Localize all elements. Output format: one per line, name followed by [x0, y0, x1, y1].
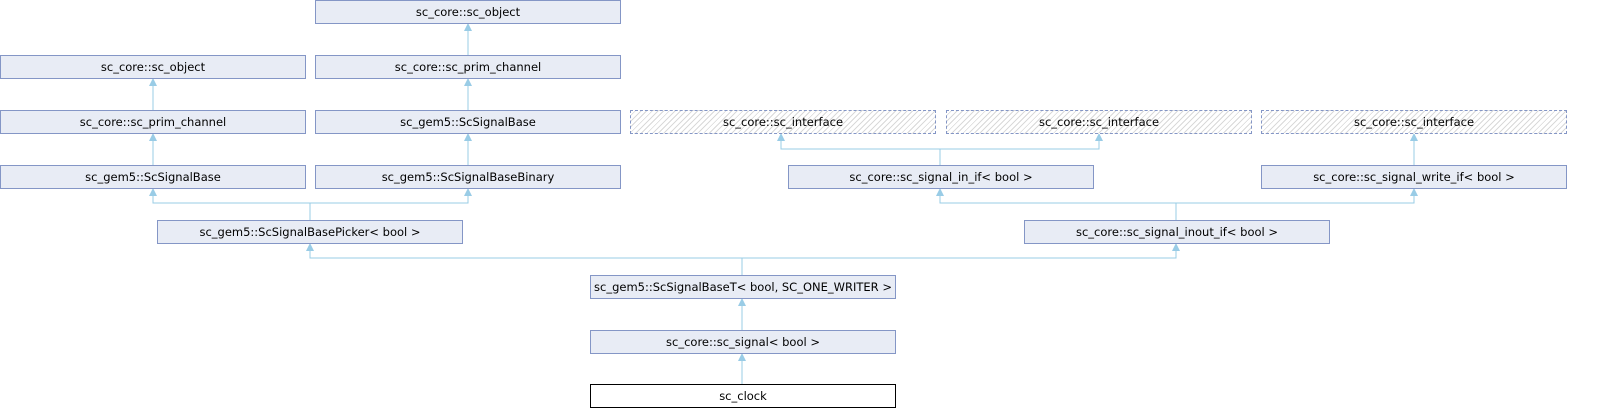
node-label: sc_core::sc_object [100, 60, 206, 74]
node-sc-prim-channel-left[interactable]: sc_core::sc_prim_channel [0, 110, 306, 134]
node-sc-signal-in-if[interactable]: sc_core::sc_signal_in_if< bool > [788, 165, 1094, 189]
node-sc-interface-1[interactable]: sc_core::sc_interface [630, 110, 936, 134]
node-scsignalbaset[interactable]: sc_gem5::ScSignalBaseT< bool, SC_ONE_WRI… [590, 275, 896, 299]
node-label: sc_core::sc_interface [1038, 115, 1160, 129]
node-label: sc_core::sc_signal_inout_if< bool > [1075, 225, 1278, 239]
node-scsignalbase-left[interactable]: sc_gem5::ScSignalBase [0, 165, 306, 189]
node-label: sc_core::sc_interface [722, 115, 844, 129]
node-scsignalbasebinary[interactable]: sc_gem5::ScSignalBaseBinary [315, 165, 621, 189]
node-scsignalbase-right[interactable]: sc_gem5::ScSignalBase [315, 110, 621, 134]
node-label: sc_core::sc_signal< bool > [666, 335, 820, 349]
node-scsignalbasepicker[interactable]: sc_gem5::ScSignalBasePicker< bool > [157, 220, 463, 244]
node-sc-clock-current: sc_clock [590, 384, 896, 408]
node-sc-signal-inout-if[interactable]: sc_core::sc_signal_inout_if< bool > [1024, 220, 1330, 244]
node-label: sc_core::sc_prim_channel [79, 115, 227, 129]
node-label: sc_core::sc_prim_channel [394, 60, 542, 74]
node-label: sc_core::sc_interface [1353, 115, 1475, 129]
node-sc-object-top[interactable]: sc_core::sc_object [315, 0, 621, 24]
node-sc-object-left[interactable]: sc_core::sc_object [0, 55, 306, 79]
node-label: sc_gem5::ScSignalBase [400, 115, 536, 129]
node-sc-interface-2[interactable]: sc_core::sc_interface [946, 110, 1252, 134]
node-label: sc_core::sc_signal_in_if< bool > [849, 170, 1033, 184]
node-label: sc_gem5::ScSignalBaseT< bool, SC_ONE_WRI… [594, 280, 892, 294]
node-label: sc_gem5::ScSignalBaseBinary [381, 170, 555, 184]
node-sc-signal-write-if[interactable]: sc_core::sc_signal_write_if< bool > [1261, 165, 1567, 189]
node-label: sc_core::sc_signal_write_if< bool > [1313, 170, 1515, 184]
node-label: sc_core::sc_object [415, 5, 521, 19]
node-label: sc_gem5::ScSignalBase [85, 170, 221, 184]
node-label: sc_gem5::ScSignalBasePicker< bool > [199, 225, 421, 239]
node-sc-prim-channel-right[interactable]: sc_core::sc_prim_channel [315, 55, 621, 79]
node-sc-interface-3[interactable]: sc_core::sc_interface [1261, 110, 1567, 134]
node-label: sc_clock [719, 389, 767, 403]
node-sc-signal[interactable]: sc_core::sc_signal< bool > [590, 330, 896, 354]
